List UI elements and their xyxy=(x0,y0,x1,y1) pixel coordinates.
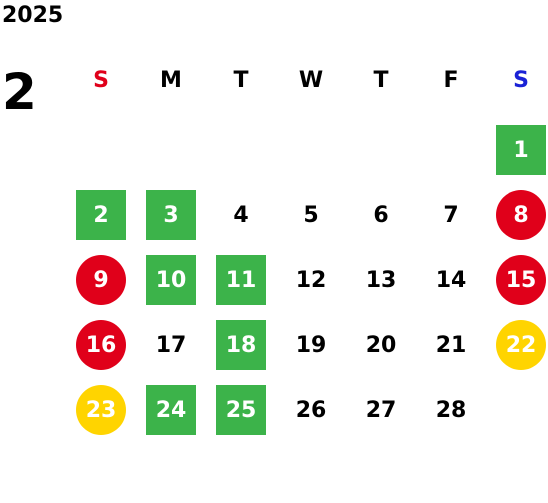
calendar-day[interactable]: 9 xyxy=(76,255,126,305)
year-label: 2025 xyxy=(2,3,64,28)
weekday-label: T xyxy=(373,68,389,93)
calendar-day[interactable]: 20 xyxy=(365,332,397,358)
weekday-label: M xyxy=(160,68,182,93)
calendar-day[interactable]: 17 xyxy=(155,332,187,358)
calendar-day[interactable]: 16 xyxy=(76,320,126,370)
calendar-day[interactable]: 1 xyxy=(496,125,546,175)
calendar-day[interactable]: 2 xyxy=(76,190,126,240)
calendar-day[interactable]: 11 xyxy=(216,255,266,305)
calendar-day[interactable]: 27 xyxy=(365,397,397,423)
weekday-label: T xyxy=(233,68,249,93)
calendar-day[interactable]: 26 xyxy=(295,397,327,423)
calendar-day[interactable]: 7 xyxy=(443,202,459,228)
calendar-day[interactable]: 24 xyxy=(146,385,196,435)
calendar-day[interactable]: 5 xyxy=(303,202,319,228)
calendar-day[interactable]: 3 xyxy=(146,190,196,240)
weekday-label: F xyxy=(443,68,459,93)
calendar-day[interactable]: 21 xyxy=(435,332,467,358)
calendar-day[interactable]: 19 xyxy=(295,332,327,358)
calendar-day[interactable]: 18 xyxy=(216,320,266,370)
weekday-label: S xyxy=(93,68,109,93)
calendar-day[interactable]: 14 xyxy=(435,267,467,293)
weekday-label: S xyxy=(513,68,529,93)
calendar-day[interactable]: 6 xyxy=(373,202,389,228)
calendar-day[interactable]: 23 xyxy=(76,385,126,435)
calendar-day[interactable]: 12 xyxy=(295,267,327,293)
calendar-day[interactable]: 22 xyxy=(496,320,546,370)
weekday-label: W xyxy=(298,68,324,93)
calendar-day[interactable]: 25 xyxy=(216,385,266,435)
calendar-day[interactable]: 13 xyxy=(365,267,397,293)
calendar-day[interactable]: 8 xyxy=(496,190,546,240)
calendar-day[interactable]: 15 xyxy=(496,255,546,305)
calendar-day[interactable]: 28 xyxy=(435,397,467,423)
calendar-day[interactable]: 10 xyxy=(146,255,196,305)
calendar-day[interactable]: 4 xyxy=(233,202,249,228)
month-label: 2 xyxy=(2,63,37,121)
